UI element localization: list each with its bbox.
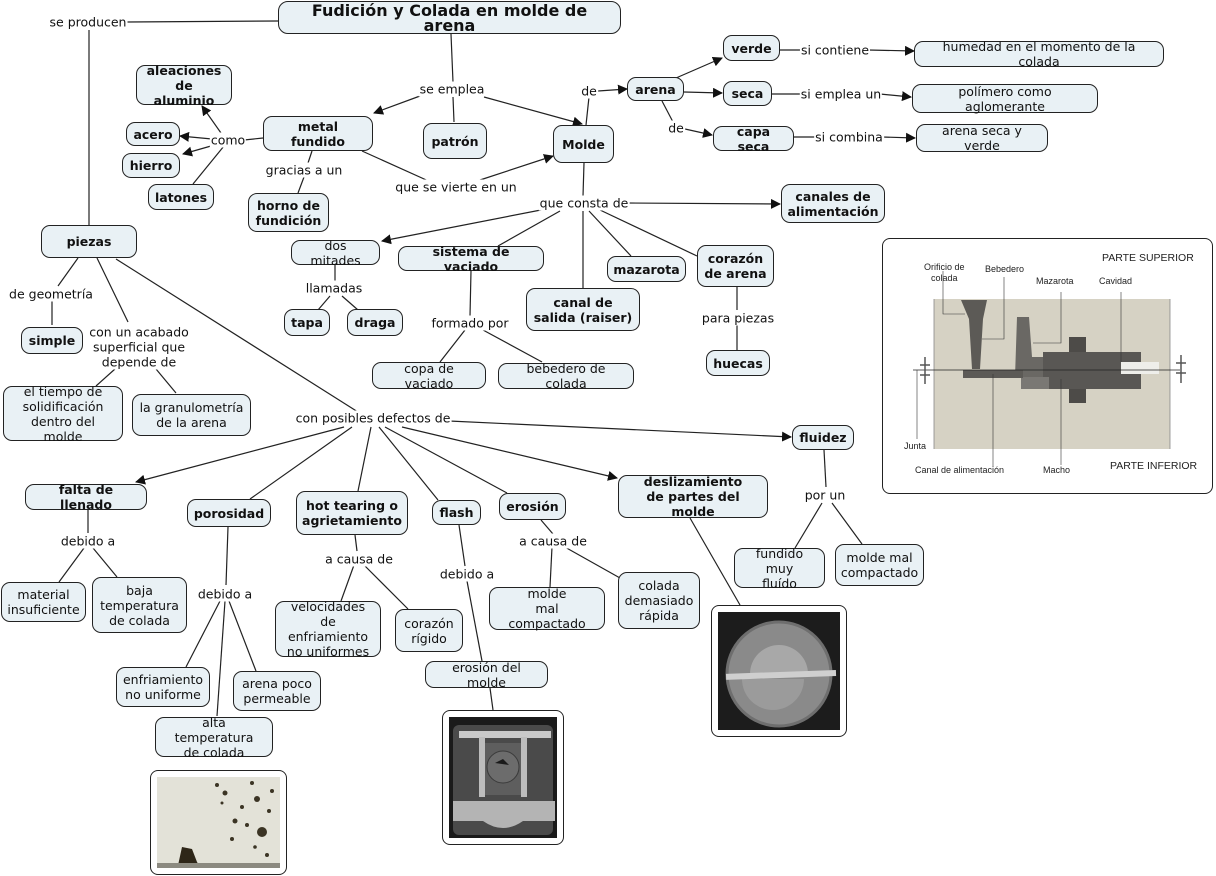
node-erosion[interactable]: erosión — [499, 493, 566, 520]
node-verde[interactable]: verde — [723, 35, 780, 61]
node-granulometria[interactable]: la granulometría de la arena — [132, 394, 251, 436]
diagram-label-canal: Canal de alimentación — [915, 465, 1005, 475]
node-metal-fundido[interactable]: metal fundido — [263, 116, 373, 151]
link-llamadas: llamadas — [304, 280, 364, 296]
link-a-causa-de-erosion: a causa de — [518, 533, 588, 549]
link-para-piezas: para piezas — [700, 310, 776, 326]
node-deslizamiento[interactable]: deslizamiento de partes del molde — [618, 474, 768, 519]
node-latones[interactable]: latones — [148, 184, 214, 210]
link-de-geometria: de geometría — [8, 286, 94, 302]
diagram-label-parte-superior: PARTE SUPERIOR — [1102, 252, 1194, 264]
node-arena-seca-verde[interactable]: arena seca y verde — [916, 123, 1048, 153]
node-falta-llenado[interactable]: falta de llenado — [25, 482, 147, 512]
link-debido-a-llenado: debido a — [59, 533, 117, 549]
link-que-consta-de: que consta de — [538, 195, 630, 211]
node-arena[interactable]: arena — [627, 77, 684, 101]
node-copa[interactable]: copa de vaciado — [372, 361, 486, 391]
node-acero[interactable]: acero — [126, 122, 180, 146]
mold-diagram-image: PARTE SUPERIOR Orificio de colada Bebede… — [882, 238, 1213, 494]
link-se-emplea: se emplea — [418, 81, 486, 97]
node-porosidad[interactable]: porosidad — [187, 499, 271, 527]
node-corazon-rigido[interactable]: corazón rígido — [395, 609, 463, 652]
link-por-un: por un — [803, 487, 847, 503]
node-colada-rapida[interactable]: colada demasiado rápida — [618, 572, 700, 629]
diagram-label-bebedero: Bebedero — [985, 264, 1025, 274]
diagram-label-junta: Junta — [904, 441, 927, 451]
node-erosion-molde[interactable]: erosión del molde — [425, 660, 548, 690]
node-seca[interactable]: seca — [723, 81, 772, 106]
node-bebedero[interactable]: bebedero de colada — [498, 361, 634, 391]
flash-photo — [442, 710, 564, 845]
node-capa-seca[interactable]: capa seca — [713, 124, 794, 154]
node-simple[interactable]: simple — [21, 327, 83, 354]
node-alta-temperatura[interactable]: alta temperatura de colada — [155, 715, 273, 760]
link-se-producen: se producen — [48, 14, 128, 30]
node-huecas[interactable]: huecas — [706, 350, 770, 376]
node-molde-mal-compactado[interactable]: molde mal compactado — [489, 586, 605, 631]
node-patron[interactable]: patrón — [423, 123, 487, 159]
node-tiempo[interactable]: el tiempo de solidificación dentro del m… — [3, 384, 123, 444]
node-arena-poco-permeable[interactable]: arena poco permeable — [233, 671, 321, 711]
mold-cross-section-illustration — [913, 271, 1186, 467]
diagram-label-parte-inferior: PARTE INFERIOR — [1110, 460, 1198, 472]
node-corazon-arena[interactable]: corazón de arena — [697, 245, 774, 287]
node-horno[interactable]: horno de fundición — [248, 193, 329, 232]
diagram-label-orificio: Orificio de colada — [924, 262, 965, 283]
link-si-combina: si combina — [814, 129, 884, 145]
node-material-insuficiente[interactable]: material insuficiente — [1, 582, 86, 622]
link-de-arena: de — [580, 83, 598, 99]
node-polimero[interactable]: polímero como aglomerante — [912, 84, 1098, 114]
node-piezas[interactable]: piezas — [41, 225, 137, 258]
link-gracias-a-un: gracias a un — [264, 162, 344, 178]
link-si-emplea-un: si emplea un — [799, 86, 883, 102]
link-como: como — [209, 132, 247, 148]
node-fundido-fluido[interactable]: fundido muy fluído — [734, 546, 825, 591]
node-canales[interactable]: canales de alimentación — [781, 184, 885, 223]
node-enfriamiento[interactable]: enfriamiento no uniforme — [116, 667, 210, 707]
node-canal-salida[interactable]: canal de salida (raiser) — [526, 288, 640, 331]
diagram-label-macho: Macho — [1043, 465, 1071, 475]
link-que-se-vierte: que se vierte en un — [394, 179, 518, 195]
link-si-contiene: si contiene — [799, 42, 871, 58]
porosity-photo — [150, 770, 287, 875]
node-fluidez[interactable]: fluidez — [792, 425, 854, 450]
diagram-label-cavidad: Cavidad — [1099, 276, 1133, 286]
node-flash[interactable]: flash — [432, 500, 481, 525]
link-debido-a-flash: debido a — [438, 566, 496, 582]
node-velocidades[interactable]: velocidades de enfriamiento no uniformes — [275, 599, 381, 659]
node-baja-temperatura[interactable]: baja temperatura de colada — [92, 577, 187, 633]
node-tapa[interactable]: tapa — [284, 309, 330, 336]
link-formado-por: formado por — [430, 315, 510, 331]
mold-shift-photo — [711, 605, 847, 737]
node-dos-mitades[interactable]: dos mitades — [291, 238, 380, 268]
link-acabado: con un acabado superficial que depende d… — [88, 324, 190, 370]
node-draga[interactable]: draga — [347, 309, 403, 336]
link-defectos: con posibles defectos de — [294, 410, 452, 426]
node-humedad[interactable]: humedad en el momento de la colada — [914, 39, 1164, 69]
link-a-causa-de-hot: a causa de — [324, 551, 394, 567]
node-aleaciones[interactable]: aleaciones de aluminio — [136, 63, 232, 108]
node-sistema-vaciado[interactable]: sistema de vaciado — [398, 244, 544, 274]
node-molde-mal-compactado-2[interactable]: molde mal compactado — [835, 544, 924, 586]
node-mazarota[interactable]: mazarota — [607, 256, 686, 282]
diagram-label-mazarota: Mazarota — [1036, 276, 1074, 286]
node-molde[interactable]: Molde — [553, 125, 614, 163]
node-hot-tearing[interactable]: hot tearing o agrietamiento — [296, 491, 408, 535]
node-hierro[interactable]: hierro — [122, 153, 180, 178]
link-debido-a-porosidad: debido a — [196, 586, 254, 602]
link-de-capa-seca: de — [667, 120, 685, 136]
title-node[interactable]: Fudición y Colada en molde de arena — [278, 1, 621, 34]
